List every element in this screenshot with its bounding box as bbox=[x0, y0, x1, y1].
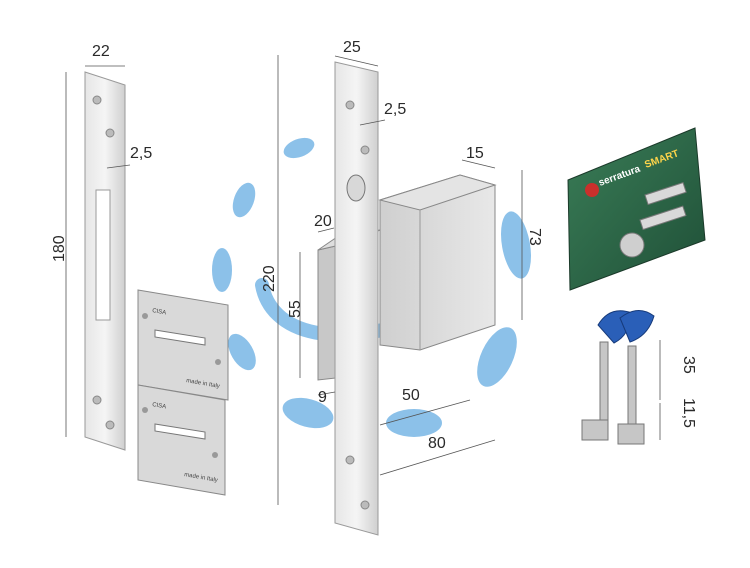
escutcheon-bottom-origin: made in Italy bbox=[184, 472, 219, 484]
strike-plate-height-label: 180 bbox=[51, 235, 68, 262]
strike-plate bbox=[84, 71, 126, 451]
key-bit-length-label: 35 bbox=[680, 356, 697, 374]
lock-faceplate bbox=[334, 61, 379, 536]
key-bit-width-label: 11,5 bbox=[680, 398, 697, 428]
lock-dimension-lines bbox=[277, 55, 523, 505]
keys bbox=[581, 310, 655, 445]
bolt-offset-label: 9 bbox=[318, 389, 327, 406]
strike-plate-thickness-label: 2,5 bbox=[130, 145, 152, 162]
faceplate-thickness-label: 2,5 bbox=[384, 101, 406, 118]
body-thickness-label: 15 bbox=[466, 145, 484, 162]
key-card bbox=[567, 127, 706, 291]
bolt-height-label: 55 bbox=[287, 300, 304, 318]
backset-label: 50 bbox=[402, 387, 420, 404]
bolt-width-label: 20 bbox=[314, 213, 332, 230]
escutcheon-bottom-brand: CISA bbox=[152, 402, 167, 410]
escutcheon-top-brand: CISA bbox=[152, 308, 167, 316]
strike-plate-width-label: 22 bbox=[92, 43, 110, 60]
case-depth-label: 80 bbox=[428, 435, 446, 452]
escutcheon-top-origin: made in Italy bbox=[186, 378, 221, 390]
escutcheon-plate-top bbox=[137, 289, 229, 401]
faceplate-width-label: 25 bbox=[343, 39, 361, 56]
strike-plate-dimensions bbox=[65, 65, 131, 437]
faceplate-height-label: 220 bbox=[261, 265, 278, 292]
escutcheon-plate-bottom bbox=[137, 384, 226, 496]
body-height-label: 73 bbox=[526, 228, 543, 246]
